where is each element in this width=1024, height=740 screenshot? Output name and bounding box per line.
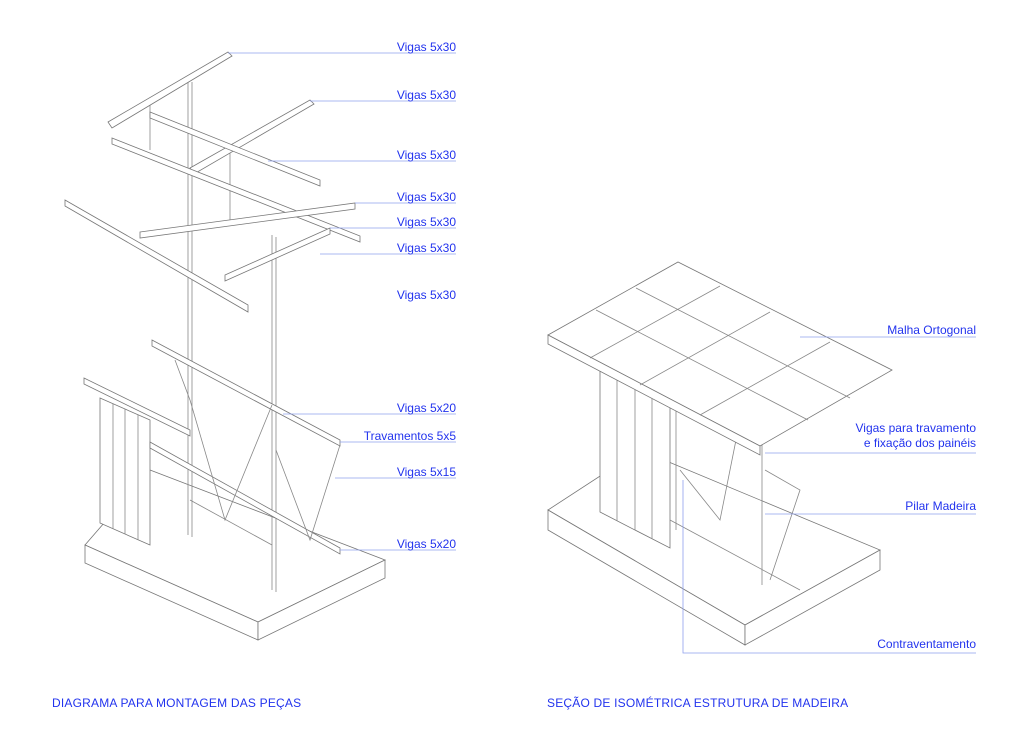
caption-right: SEÇÃO DE ISOMÉTRICA ESTRUTURA DE MADEIRA (547, 696, 849, 710)
label-vigas-5x30-3: Vigas 5x30 (396, 148, 456, 162)
label-vigas-5x30-5: Vigas 5x30 (396, 215, 456, 229)
label-vigas-5x20-2: Vigas 5x20 (396, 537, 456, 551)
right-columns-bracing (669, 370, 801, 591)
label-vigas-5x20-1: Vigas 5x20 (396, 401, 456, 415)
label-vigas-5x30-4: Vigas 5x30 (396, 190, 456, 204)
left-bracing (174, 359, 341, 546)
label-travamentos-5x5: Travamentos 5x5 (363, 429, 456, 443)
label-vigas-5x30-7: Vigas 5x30 (396, 288, 456, 302)
label-vigas-travamento-1: Vigas para travamento (855, 421, 976, 435)
right-leader-lines (682, 336, 976, 654)
right-roof-grid (547, 261, 893, 456)
label-pilar-madeira: Pilar Madeira (905, 499, 976, 513)
label-vigas-5x30-1: Vigas 5x30 (396, 40, 456, 54)
label-vigas-5x30-6: Vigas 5x30 (396, 241, 456, 255)
left-wall-panels (99, 397, 151, 546)
left-leader-lines (228, 52, 456, 551)
left-slab (84, 469, 387, 641)
right-slab (547, 449, 881, 646)
left-beams (64, 51, 361, 555)
caption-left: DIAGRAMA PARA MONTAGEM DAS PEÇAS (52, 696, 302, 710)
label-vigas-5x15: Vigas 5x15 (396, 465, 456, 479)
left-columns (149, 80, 277, 592)
label-vigas-travamento-2: e fixação dos painéis (863, 436, 976, 450)
label-vigas-5x30-2: Vigas 5x30 (396, 88, 456, 102)
label-malha-ortogonal: Malha Ortogonal (887, 323, 976, 337)
label-contraventamento: Contraventamento (877, 637, 976, 651)
